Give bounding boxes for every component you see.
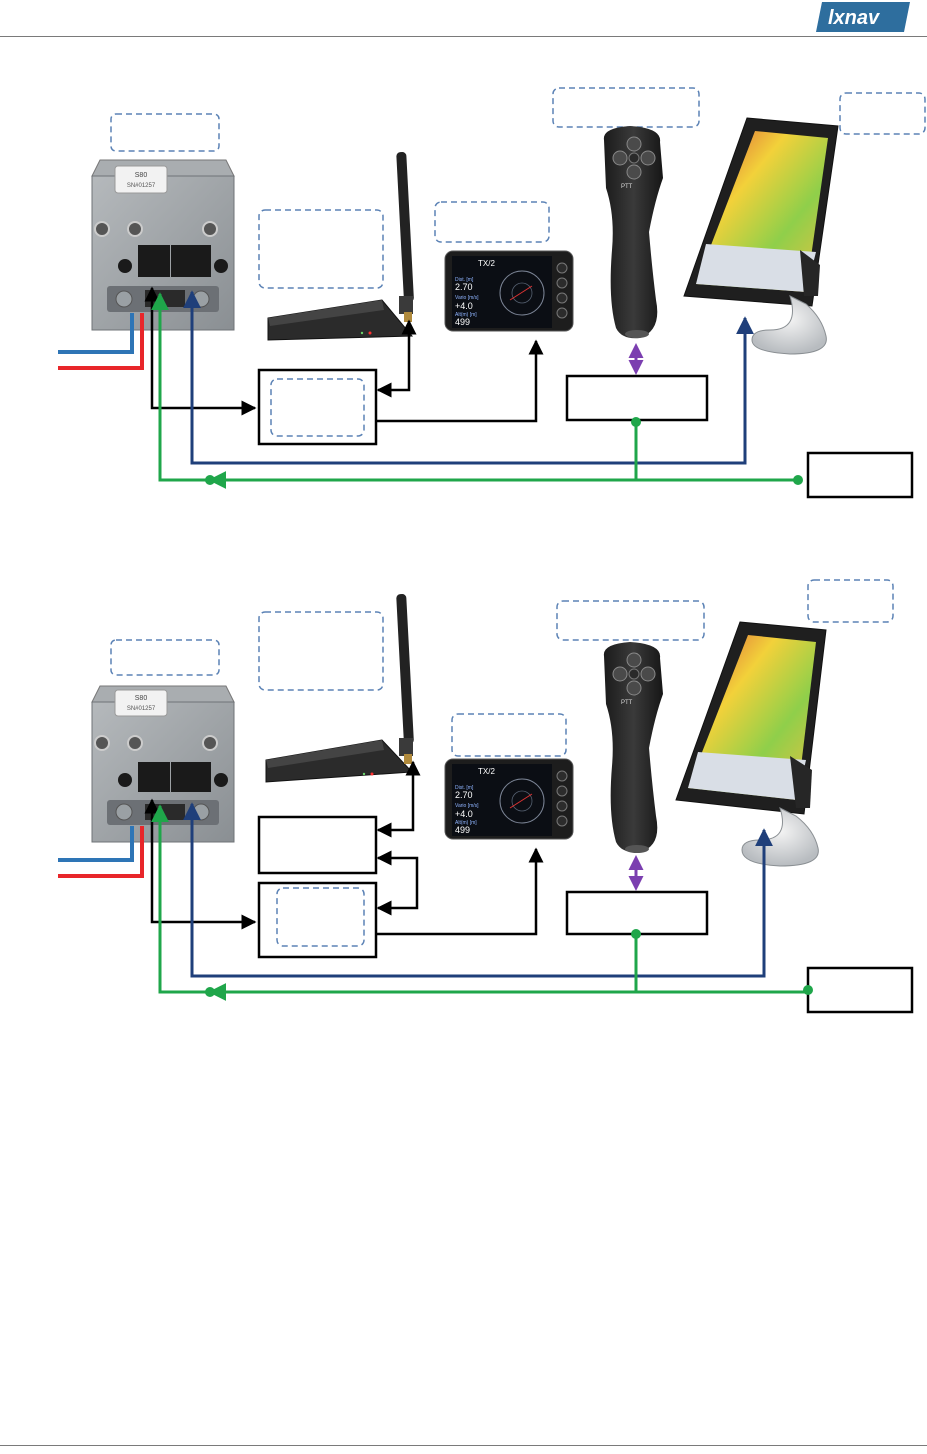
vario-field2-value-b: +4.0 <box>455 809 473 819</box>
splitter-box-b <box>257 881 378 959</box>
wiring-diagram-bottom: S80 SN#01257 <box>58 579 914 1014</box>
can-node-bottom-terminator <box>803 985 813 995</box>
link-box-to-splitter-b <box>376 850 419 916</box>
can-bus-top <box>151 292 798 482</box>
lxnav-logo: lxnav <box>816 2 910 32</box>
can-node-bottom-stick <box>631 929 641 939</box>
wiring-diagram-top: S80 SN#01257 <box>58 87 926 499</box>
can-node-top-terminator <box>793 475 803 485</box>
link-s80-to-splitter-b <box>144 798 257 930</box>
flarm-receiver-device <box>267 152 414 341</box>
link-s80-to-splitter <box>144 286 257 416</box>
power-plus-wire-b <box>58 826 144 878</box>
splitter-box <box>257 368 378 446</box>
flarm-display-device: TX/2 Dist. [m] 2.70 Vario [m/s] +4.0 Alt… <box>444 250 574 332</box>
can-node-top-left <box>205 475 215 485</box>
extra-device-box <box>257 815 378 875</box>
link-splitter-to-display-b <box>376 847 544 936</box>
power-minus-wire-b <box>58 826 134 862</box>
label-box-s80 <box>110 113 220 152</box>
label-box-s80-b <box>110 639 220 676</box>
power-minus-wire <box>58 313 134 354</box>
s80-serial-label: SN#01257 <box>127 183 156 189</box>
header-rule <box>0 36 927 37</box>
link-splitter-to-display <box>376 339 544 423</box>
label-box-tablet <box>839 92 926 135</box>
stick-interface-box <box>565 374 709 422</box>
vario-field3-value: 499 <box>455 317 470 327</box>
power-plus-wire <box>58 313 144 370</box>
label-box-remote-stick <box>552 87 700 128</box>
s80-vario-unit: S80 SN#01257 <box>91 159 235 331</box>
s80-vario-unit-b: S80 SN#01257 <box>91 685 235 843</box>
vario-title-b: TX/2 <box>478 767 495 776</box>
label-box-remote-stick-b <box>556 600 705 641</box>
can-node-bottom-left <box>205 987 215 997</box>
s80-model-label: S80 <box>135 172 148 179</box>
vario-title: TX/2 <box>478 259 495 268</box>
vario-field2-value: +4.0 <box>455 301 473 311</box>
footer-rule <box>0 1445 927 1446</box>
stick-ptt-label-b: PTT <box>621 700 633 706</box>
label-box-flarm-receiver <box>258 209 384 289</box>
label-box-tablet-b <box>807 579 894 623</box>
remote-stick-device-b: PTT <box>603 642 663 853</box>
can-bus-bottom <box>151 804 808 994</box>
can-node-top-stick <box>631 417 641 427</box>
tablet-device <box>683 117 839 355</box>
vario-field1-value: 2.70 <box>455 282 473 292</box>
rs232-link-top <box>183 290 754 465</box>
vario-field3-value-b: 499 <box>455 825 470 835</box>
stick-ptt-label: PTT <box>621 184 633 190</box>
label-box-flarm-display-b <box>451 713 567 757</box>
flarm-display-device-b: TX/2 Dist. [m] 2.70 Vario [m/s] +4.0 Alt… <box>444 758 574 840</box>
rs232-link-bottom <box>183 802 773 978</box>
flarm-receiver-device-b <box>265 594 414 783</box>
vario-field1-label-b: Dist. [m] <box>455 785 474 791</box>
remote-stick-device: PTT <box>603 126 663 339</box>
vario-field1-value-b: 2.70 <box>455 790 473 800</box>
label-box-splitter <box>270 378 365 437</box>
label-box-flarm-display <box>434 201 550 243</box>
vario-field1-label: Dist. [m] <box>455 277 474 283</box>
tablet-device-b <box>675 621 827 867</box>
s80-model-label-b: S80 <box>135 695 148 702</box>
label-box-flarm-receiver-b <box>258 611 384 691</box>
link-splitter-to-receiver <box>376 319 417 398</box>
can-terminator-box-b <box>806 966 914 1014</box>
stick-interface-box-b <box>565 890 709 936</box>
logo-text: lxnav <box>828 7 881 29</box>
s80-serial-label-b: SN#01257 <box>127 706 156 712</box>
can-terminator-box <box>806 451 914 499</box>
